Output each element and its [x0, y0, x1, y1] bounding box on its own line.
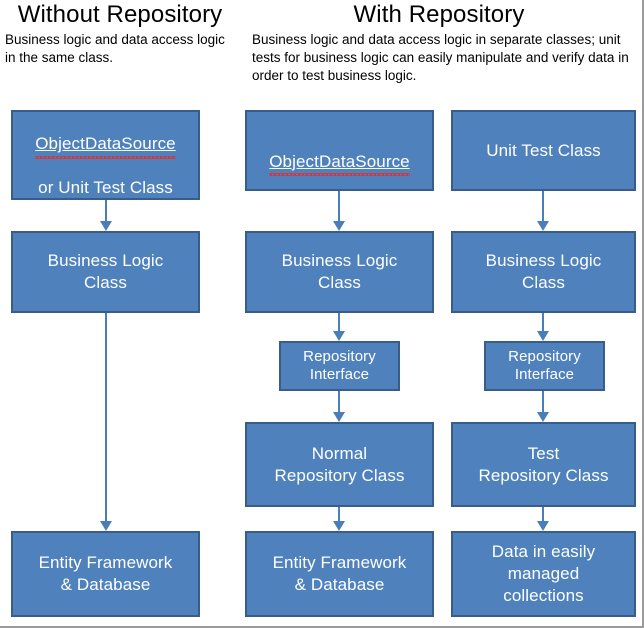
node-unit-test-class: Unit Test Class	[451, 110, 636, 191]
arrow-business-logic-to-repository-interface	[532, 313, 554, 341]
node-label: ObjectDataSource or Unit Test Class	[35, 112, 176, 199]
misspelled-word-objectdatasource: ObjectDataSource	[269, 151, 410, 176]
arrow-business-logic-to-entity-framework	[95, 313, 117, 531]
node-objectdatasource-or-unit-test-class: ObjectDataSource or Unit Test Class	[11, 110, 200, 200]
arrow-objectdatasource-to-business-logic	[95, 200, 117, 231]
node-test-repository-class: Test Repository Class	[451, 422, 636, 507]
arrow-normal-repository-to-entity-framework	[328, 507, 350, 531]
column-title-without-repository: Without Repository	[17, 1, 223, 28]
node-objectdatasource: ObjectDataSource	[245, 110, 434, 191]
arrow-objectdatasource-to-business-logic	[328, 191, 350, 231]
column-title-with-repository: With Repository	[353, 1, 525, 28]
misspelled-word-objectdatasource: ObjectDataSource	[35, 134, 176, 159]
node-business-logic-class: Business Logic Class	[11, 231, 200, 313]
node-entity-framework-database: Entity Framework & Database	[11, 531, 200, 617]
node-repository-interface: Repository Interface	[279, 341, 400, 391]
column-description-with-repository: Business logic and data access logic in …	[252, 32, 629, 83]
node-label-line2: or Unit Test Class	[38, 177, 173, 197]
arrow-repository-interface-to-normal-repository	[328, 391, 350, 422]
node-data-in-easily-managed-collections: Data in easily managed collections	[451, 531, 636, 617]
node-label: ObjectDataSource	[269, 129, 410, 176]
node-repository-interface: Repository Interface	[484, 341, 605, 391]
node-normal-repository-class: Normal Repository Class	[245, 422, 434, 507]
arrow-business-logic-to-repository-interface	[328, 313, 350, 341]
arrow-test-repository-to-data-collections	[532, 507, 554, 531]
node-business-logic-class: Business Logic Class	[451, 231, 636, 313]
node-entity-framework-database: Entity Framework & Database	[245, 531, 434, 617]
node-business-logic-class: Business Logic Class	[245, 231, 434, 313]
arrow-repository-interface-to-test-repository	[532, 391, 554, 422]
arrow-unit-test-to-business-logic	[532, 191, 554, 231]
column-description-without-repository: Business logic and data access logic in …	[5, 32, 225, 65]
